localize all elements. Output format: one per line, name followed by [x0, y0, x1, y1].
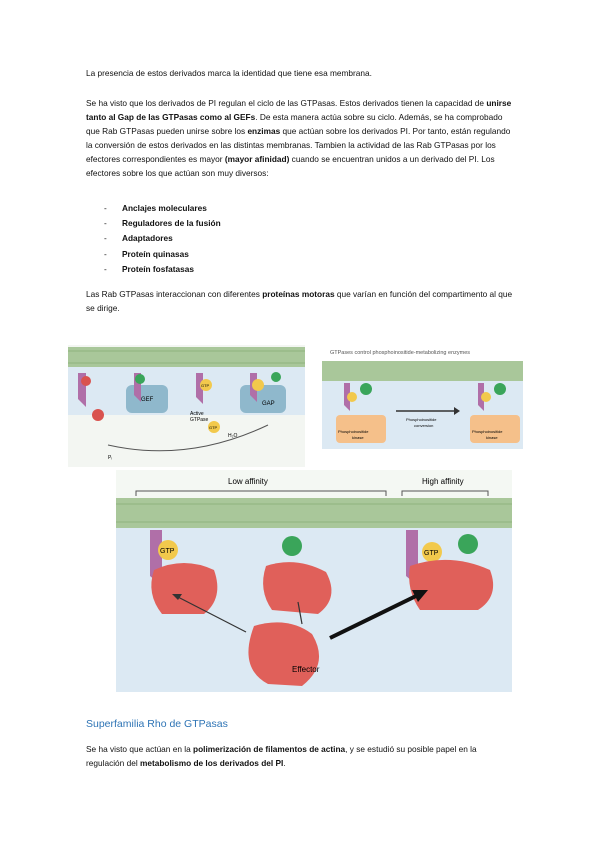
list-item: Proteín quinasas — [104, 247, 221, 262]
svg-text:GAP: GAP — [262, 401, 275, 407]
svg-text:High affinity: High affinity — [422, 477, 464, 486]
section-heading: Superfamilia Rho de GTPasas — [86, 718, 228, 730]
paragraph-membrane-identity: La presencia de estos derivados marca la… — [86, 68, 372, 78]
svg-text:Active: Active — [190, 411, 204, 417]
list-item: Reguladores de la fusión — [104, 216, 221, 231]
svg-text:conversion: conversion — [414, 423, 433, 428]
svg-text:GTPases control phosphoinositi: GTPases control phosphoinositide-metabol… — [330, 350, 470, 356]
svg-text:kinase: kinase — [352, 435, 364, 440]
svg-text:GTP: GTP — [201, 383, 210, 388]
pi-icon — [135, 374, 145, 384]
gdp-icon — [81, 376, 91, 386]
list-item: Adaptadores — [104, 231, 221, 246]
gtpase-cycle-diagram: GEF GTP Active GTPase GAP GTP H₂O Pᵢ — [68, 345, 305, 467]
svg-text:Phosphoinositide: Phosphoinositide — [338, 429, 369, 434]
paragraph-motor-proteins: Las Rab GTPasas interaccionan con difere… — [86, 289, 513, 313]
svg-text:Effector: Effector — [292, 665, 320, 674]
svg-text:H₂O: H₂O — [228, 433, 238, 439]
effector-list: Anclajes moleculares Reguladores de la f… — [104, 201, 221, 277]
paragraph-rho-gtpases: Se ha visto que actúan en la polimerizac… — [86, 744, 477, 768]
svg-text:GTP: GTP — [209, 425, 218, 430]
paragraph-pi-derivatives: Se ha visto que los derivados de PI regu… — [86, 98, 512, 178]
svg-text:GTPase: GTPase — [190, 417, 209, 423]
effector-affinity-diagram: Low affinity High affinity GTP GTP Effec… — [116, 470, 512, 692]
svg-text:Phosphoinositide: Phosphoinositide — [472, 429, 503, 434]
list-item: Proteín fosfatasas — [104, 262, 221, 277]
svg-text:GTP: GTP — [424, 550, 439, 557]
svg-text:Pᵢ: Pᵢ — [108, 455, 112, 461]
svg-text:Phosphoinositide: Phosphoinositide — [406, 417, 437, 422]
svg-text:GEF: GEF — [141, 397, 154, 403]
svg-text:Low affinity: Low affinity — [228, 477, 268, 486]
svg-text:GTP: GTP — [160, 548, 175, 555]
list-item: Anclajes moleculares — [104, 201, 221, 216]
phosphoinositide-conversion-diagram: GTPases control phosphoinositide-metabol… — [322, 345, 523, 467]
svg-text:kinase: kinase — [486, 435, 498, 440]
